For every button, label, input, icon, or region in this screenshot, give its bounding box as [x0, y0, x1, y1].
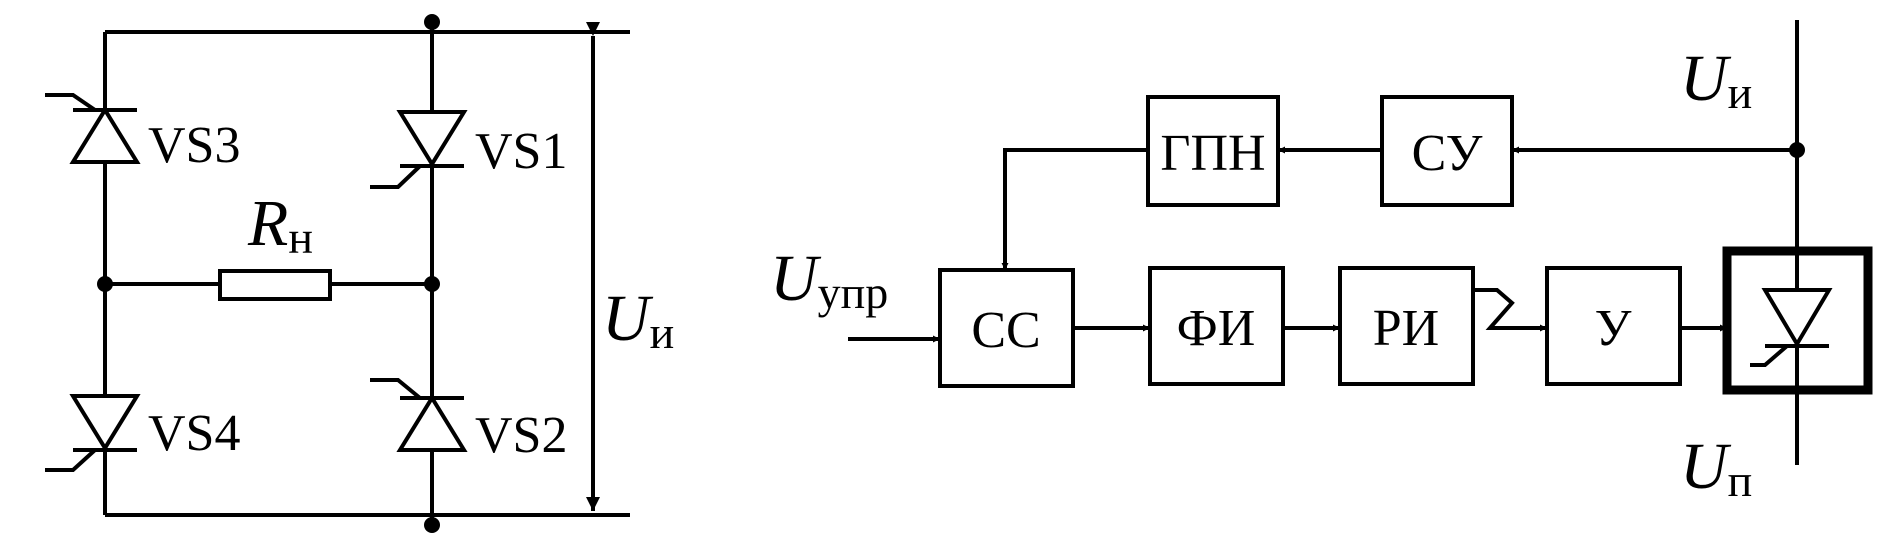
label-vs2: VS2	[475, 407, 567, 464]
label-bridge-voltage: Uи	[602, 282, 674, 358]
wire-gpn-to-ss	[1001, 148, 1148, 270]
thyristor-vs1	[370, 110, 468, 189]
label-vs4: VS4	[148, 405, 240, 462]
bridge-junctions	[97, 14, 440, 533]
wire-ri-to-u	[1473, 288, 1547, 332]
label-gpn: ГПН	[1160, 125, 1265, 182]
label-vs1: VS1	[475, 123, 567, 180]
label-u: У	[1595, 300, 1632, 357]
label-supply-top: Uи	[1680, 42, 1752, 118]
thyristor-vs2	[370, 378, 468, 452]
label-control-voltage: Uупр	[770, 242, 888, 318]
label-ri: РИ	[1373, 300, 1439, 357]
label-vs3: VS3	[148, 117, 240, 174]
thyristor-vs3	[45, 93, 141, 164]
thyristor-vs4	[45, 394, 141, 472]
label-load: Rн	[247, 187, 313, 263]
label-su: СУ	[1412, 125, 1483, 182]
label-fi: ФИ	[1177, 300, 1256, 357]
junction-dot	[1789, 142, 1805, 158]
junction-dot	[97, 276, 113, 292]
thyristor-bridge	[45, 22, 630, 525]
control-block-diagram	[848, 20, 1873, 465]
load-resistor	[218, 269, 332, 301]
junction-dot	[424, 517, 440, 533]
junction-dot	[424, 14, 440, 30]
junction-dot	[424, 276, 440, 292]
label-ss: СС	[971, 302, 1040, 359]
label-supply-bottom: Uп	[1680, 430, 1752, 506]
